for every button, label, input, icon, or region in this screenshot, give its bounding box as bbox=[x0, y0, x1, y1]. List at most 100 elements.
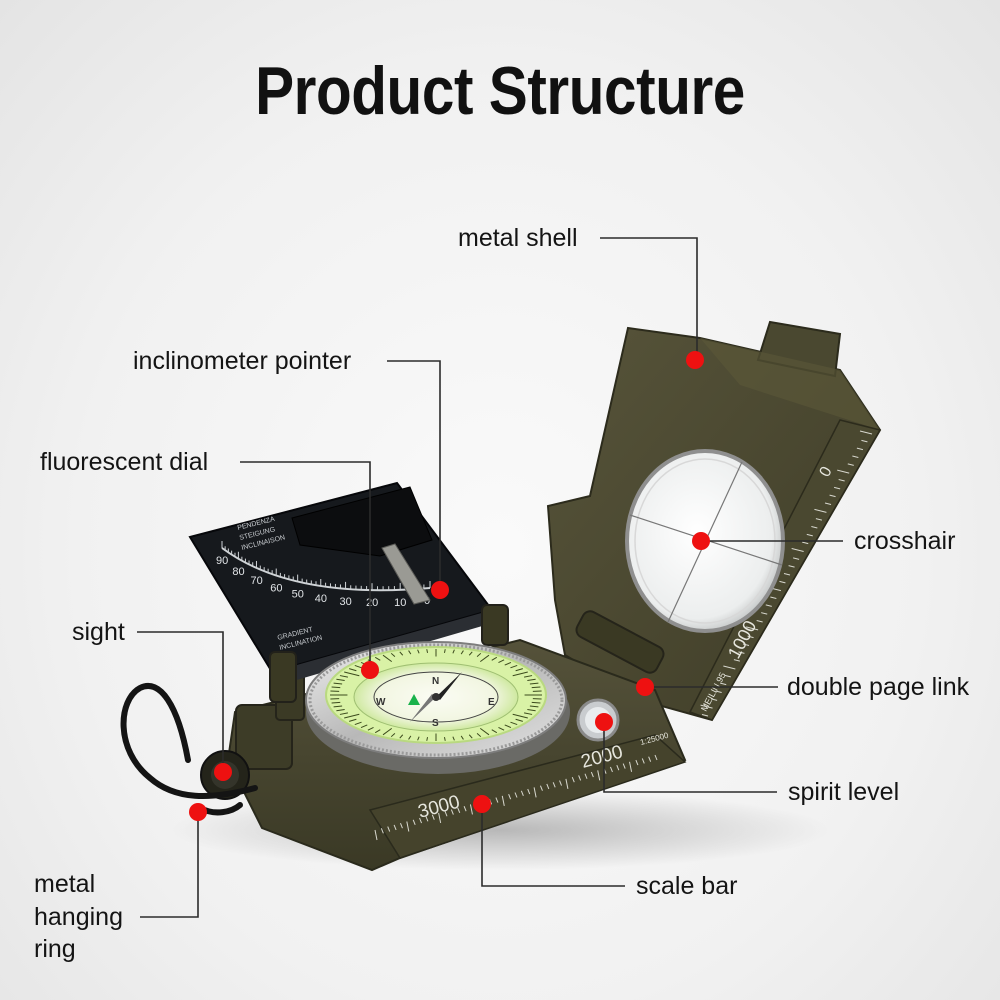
dial-tick bbox=[374, 729, 381, 734]
label-metal-hanging-ring-line-1: metal bbox=[34, 870, 96, 898]
dial-tick bbox=[399, 734, 404, 739]
scale-bar-tick bbox=[590, 771, 594, 778]
dial-tick bbox=[504, 662, 512, 666]
lid-ruler-tick bbox=[824, 502, 832, 505]
scale-bar-tick bbox=[406, 821, 410, 832]
scale-bar-tick bbox=[648, 756, 652, 762]
inclinometer-pointer-needle bbox=[381, 543, 431, 605]
marker-inclinometer-pointer bbox=[431, 581, 449, 599]
lid-ruler-tick bbox=[724, 674, 731, 678]
dial-tick bbox=[382, 654, 393, 663]
lid-ruler-tick bbox=[837, 469, 850, 474]
label-metal-hanging-ring-line-2: hanging bbox=[34, 902, 123, 931]
lid-ruler-tick bbox=[700, 704, 713, 709]
dial-tick bbox=[349, 668, 357, 672]
scale-bar-tick bbox=[578, 775, 582, 781]
inclinometer-number: 20 bbox=[366, 597, 378, 609]
dial-tick bbox=[515, 718, 523, 722]
dial-tick bbox=[390, 652, 396, 658]
scale-bar-tick bbox=[469, 804, 473, 815]
scale-bar-tick bbox=[450, 809, 454, 815]
scale-bar-tick bbox=[533, 787, 537, 798]
scale-bar-tick bbox=[616, 765, 620, 771]
dial-tick bbox=[354, 664, 362, 669]
lid-ruler-tick bbox=[861, 439, 868, 443]
metal-shell-lid: 0 1000 MEILIN 95 bbox=[546, 320, 882, 722]
scale-bar-tick bbox=[527, 788, 531, 795]
inclinometer-number: 60 bbox=[270, 583, 282, 595]
lid-ruler-tick bbox=[720, 682, 727, 686]
dial-tick bbox=[331, 686, 341, 689]
lid-ruler-tick bbox=[859, 430, 873, 435]
sight-block bbox=[235, 704, 293, 770]
marker-double-page-link bbox=[636, 678, 654, 696]
dial-tick bbox=[344, 671, 360, 677]
marker-fluorescent-dial bbox=[361, 661, 379, 679]
lid-ruler-tick bbox=[747, 635, 754, 639]
compass-needle-north bbox=[436, 672, 462, 700]
dial-tick bbox=[510, 721, 518, 726]
dial-tick bbox=[491, 656, 498, 661]
lid-ruler-tick bbox=[742, 643, 750, 646]
scale-bar-tick bbox=[444, 811, 448, 817]
scale-bar-tick bbox=[457, 807, 461, 814]
scale-bar-leader bbox=[481, 804, 625, 887]
inclinometer-number: 70 bbox=[250, 575, 262, 587]
scale-bar-tick bbox=[463, 805, 467, 812]
compass-letter: S bbox=[432, 718, 439, 729]
scale-bar-tick bbox=[393, 824, 397, 831]
scale-bar-tick bbox=[374, 829, 378, 841]
scale-bar-tick bbox=[495, 797, 499, 803]
luminous-marker bbox=[408, 694, 420, 705]
scale-bar-tick bbox=[539, 785, 543, 791]
label-double-page-link: double page link bbox=[787, 673, 970, 701]
inclinometer-number: 50 bbox=[292, 589, 304, 601]
metal-hanging-ring bbox=[120, 683, 258, 799]
inclinometer-pointer-leader bbox=[387, 360, 441, 590]
lid-ruler-tick bbox=[765, 604, 772, 607]
dial-tick bbox=[360, 724, 368, 728]
lid-ruler-tick bbox=[738, 651, 745, 654]
dial-tick bbox=[531, 701, 541, 704]
label-spirit-level: spirit level bbox=[788, 778, 900, 806]
scale-bar-tick bbox=[438, 812, 442, 824]
label-fluorescent-dial: fluorescent dial bbox=[40, 448, 209, 476]
dial-tick bbox=[498, 726, 505, 731]
sight-leader bbox=[137, 631, 224, 770]
dial-tick bbox=[443, 737, 446, 741]
lid-ruler-tick bbox=[715, 690, 722, 693]
dial-tick bbox=[468, 651, 473, 656]
compass-letter: E bbox=[488, 697, 495, 708]
dial-tick bbox=[476, 652, 482, 658]
scale-bar-tick bbox=[380, 828, 384, 834]
dial-tick bbox=[331, 701, 341, 704]
metal-hanging-ring-leader bbox=[140, 812, 199, 918]
label-metal-hanging-ring-line-3: ring bbox=[34, 935, 76, 963]
lid-ruler-tick bbox=[783, 573, 791, 576]
lid-ruler-tick bbox=[779, 580, 786, 584]
lid-ruler-tick bbox=[701, 714, 709, 717]
dial-tick bbox=[479, 654, 490, 663]
lid-ruler-tick bbox=[833, 486, 841, 490]
lid-ruler-ticks bbox=[700, 430, 873, 717]
page-title: Product Structure bbox=[255, 53, 745, 129]
label-inclinometer-pointer: inclinometer pointer bbox=[133, 347, 352, 375]
scale-bar-tick bbox=[399, 822, 403, 829]
dial-tick bbox=[426, 737, 429, 741]
marker-crosshair bbox=[692, 532, 710, 550]
dial-tick bbox=[336, 708, 345, 712]
inclinometer-number: 90 bbox=[216, 555, 228, 567]
dial-tick bbox=[531, 686, 541, 689]
lid-ruler-tick bbox=[802, 541, 809, 545]
dial-tick bbox=[349, 718, 357, 722]
lid-ruler-tick bbox=[856, 447, 864, 451]
lid-ruler-tick bbox=[814, 508, 827, 513]
metal-shell-leader bbox=[600, 237, 698, 355]
dial-tick bbox=[408, 650, 412, 655]
scale-bar-tick bbox=[552, 782, 556, 788]
scale-bar-tick bbox=[597, 770, 601, 781]
dial-tick bbox=[452, 736, 455, 741]
dial-tick bbox=[417, 649, 420, 654]
